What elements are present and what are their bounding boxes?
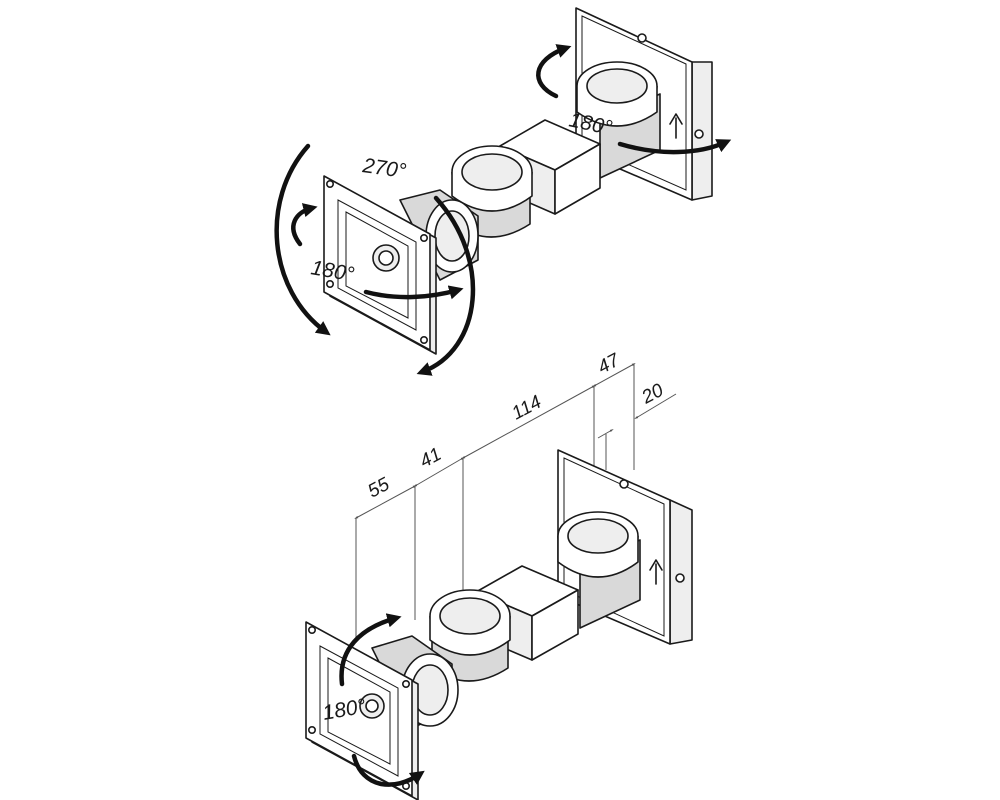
top-tilt-label: 270° bbox=[360, 154, 407, 183]
top-head-joint bbox=[399, 189, 479, 281]
head-rotation-arrow-icon bbox=[291, 203, 318, 247]
top-rotation-arrows bbox=[274, 44, 732, 376]
tilt-arrow-icon-2 bbox=[416, 195, 476, 376]
tilt-arrow-icon bbox=[274, 143, 331, 336]
bottom-rotation-arrows bbox=[339, 613, 425, 787]
head-rotation-arrow-icon-2 bbox=[363, 285, 464, 300]
up-arrow-icon bbox=[669, 113, 683, 139]
dimension-114: 114 bbox=[508, 392, 545, 425]
up-arrow-icon-2 bbox=[649, 559, 663, 585]
top-wall-hinge bbox=[576, 61, 661, 179]
bottom-vesa-plate bbox=[305, 621, 419, 800]
wall-swivel-arrow-icon-2 bbox=[617, 139, 732, 155]
bottom-wall-hinge bbox=[557, 511, 641, 629]
dimension-47: 47 bbox=[594, 349, 624, 378]
bottom-middle-joint bbox=[429, 589, 511, 682]
dimension-lines bbox=[354, 363, 677, 640]
bottom-head-rotation-arrow-icon-2 bbox=[351, 753, 425, 787]
dimension-41: 41 bbox=[416, 444, 445, 472]
top-vesa-plate bbox=[323, 175, 437, 355]
bottom-assembly: 55 41 114 47 20 bbox=[305, 349, 693, 800]
top-middle-joint bbox=[451, 145, 533, 238]
wall-swivel-arrow-icon bbox=[536, 44, 572, 99]
bottom-head-rotation-arrow-icon bbox=[339, 613, 402, 687]
top-assembly: 180° 270° 180° bbox=[274, 7, 732, 376]
dimension-20: 20 bbox=[638, 380, 668, 409]
dimension-55: 55 bbox=[364, 474, 393, 503]
